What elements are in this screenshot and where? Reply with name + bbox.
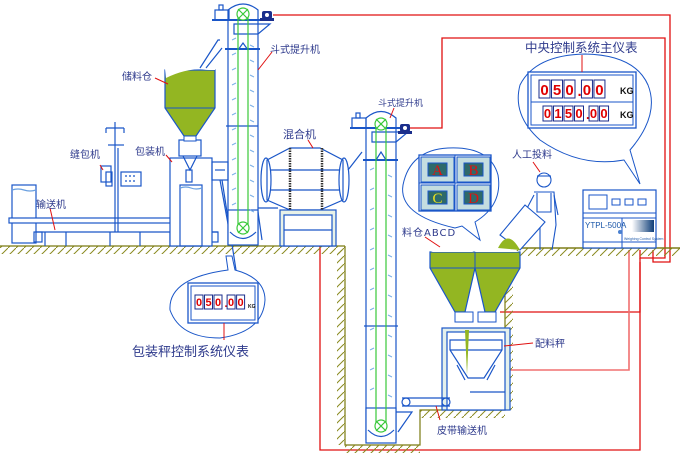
- meter-digit: 0: [595, 82, 603, 99]
- wire-mixer-to-controller: [319, 240, 641, 451]
- label-bins-abcd: 料仓ABCD: [402, 226, 456, 239]
- signal-wires: [273, 14, 671, 451]
- ground: [0, 245, 680, 453]
- central-meter-unit2: KG: [620, 110, 634, 120]
- meter-digit: 0: [583, 82, 591, 99]
- bin-cell: [420, 156, 455, 183]
- wire-scale-to-controller: [500, 258, 641, 313]
- bin-letter: B: [468, 163, 478, 179]
- meter-digit-cell: [588, 105, 599, 122]
- worker-figure: [498, 172, 559, 251]
- packing-meter-unit: KG: [248, 304, 256, 310]
- bin-cell-opening: [463, 162, 484, 177]
- meter-digit: 0: [540, 82, 548, 99]
- meter-digit: 0: [238, 297, 244, 309]
- label-sewing-machine: 缝包机: [70, 148, 100, 161]
- meter-digit: 0: [544, 106, 551, 121]
- meter-decimal-point: .: [586, 107, 590, 122]
- controller-cabinet: [582, 189, 657, 249]
- meter-digit-cell: [542, 105, 553, 122]
- bin-letter: C: [432, 191, 442, 207]
- motor-icon-2: [398, 124, 412, 134]
- meter-decimal-point: .: [225, 298, 228, 310]
- meter-digit-cell: [563, 79, 576, 99]
- meter-digit-cell: [553, 105, 563, 122]
- batching-scale: [401, 327, 511, 411]
- meter-decimal-point: .: [578, 83, 582, 100]
- meter-digit-cell: [538, 79, 551, 99]
- label-manual-feeding: 人工投料: [512, 148, 552, 161]
- label-storage-bin: 储料仓: [122, 70, 152, 83]
- meter-digit: 0: [575, 106, 582, 121]
- meter-digit-cell: [213, 294, 223, 310]
- label-conveyor: 输送机: [36, 198, 66, 211]
- label-central-meter: 中央控制系统主仪表: [525, 40, 638, 55]
- meter-digit: 0: [196, 297, 202, 309]
- mixer: [257, 147, 363, 247]
- label-bucket-elevator-2: 斗式提升机: [378, 97, 423, 109]
- meter-digit: 0: [590, 106, 597, 121]
- sewing-machine: [100, 122, 142, 232]
- leader-lines: [49, 51, 541, 421]
- label-mixer: 混合机: [283, 127, 316, 141]
- bucket-elevator-1: [212, 3, 272, 246]
- controller-model-label: YTPL-500A: [585, 221, 627, 230]
- packing-machine: [169, 139, 237, 271]
- label-batching-scale: 配料秤: [535, 337, 565, 350]
- meter-digit: 0: [600, 106, 607, 121]
- meter-digit-cell: [551, 79, 563, 99]
- bucket-elevator-2: [350, 110, 414, 444]
- meter-digit: 0: [228, 297, 234, 309]
- meter-digit: 5: [565, 106, 572, 121]
- bin-cell-opening: [427, 190, 448, 205]
- meter-digit-cell: [593, 79, 606, 99]
- meter-digit-cell: [204, 294, 213, 310]
- bin-letter: A: [432, 163, 443, 179]
- bin-letter: D: [468, 191, 479, 207]
- label-packing-meter: 包装秤控制系统仪表: [132, 345, 249, 360]
- bin-cells: A B C D: [420, 156, 491, 211]
- controller-small-text: Weighing Control System: [624, 237, 664, 241]
- meter-digit: 0: [565, 82, 573, 99]
- meter-digit: 1: [554, 106, 561, 121]
- label-bucket-elevator-1: 斗式提升机: [270, 43, 320, 56]
- meter-digit-cell: [194, 294, 204, 310]
- storage-bin: [164, 39, 223, 142]
- meter-digit-cell: [226, 294, 236, 310]
- meter-digit: 5: [205, 297, 211, 309]
- meter-digit-cell: [580, 79, 593, 99]
- motor-icon-1: [260, 11, 274, 21]
- meter-digit-cell: [599, 105, 610, 122]
- meter-digit-cell: [563, 105, 574, 122]
- central-meter-unit1: KG: [620, 86, 634, 96]
- wire-scale2-to-controller: [500, 250, 630, 371]
- label-packing-machine: 包装机: [135, 145, 165, 158]
- label-belt-conveyor: 皮带输送机: [437, 424, 487, 437]
- bin-cell-opening: [427, 162, 448, 177]
- meter-digit-cell: [574, 105, 584, 122]
- meter-digit: 5: [553, 82, 561, 99]
- bin-cell-opening: [463, 190, 484, 205]
- meter-digit-cell: [236, 294, 246, 310]
- bins-hopper: [429, 247, 521, 323]
- meter-digit: 0: [215, 297, 221, 309]
